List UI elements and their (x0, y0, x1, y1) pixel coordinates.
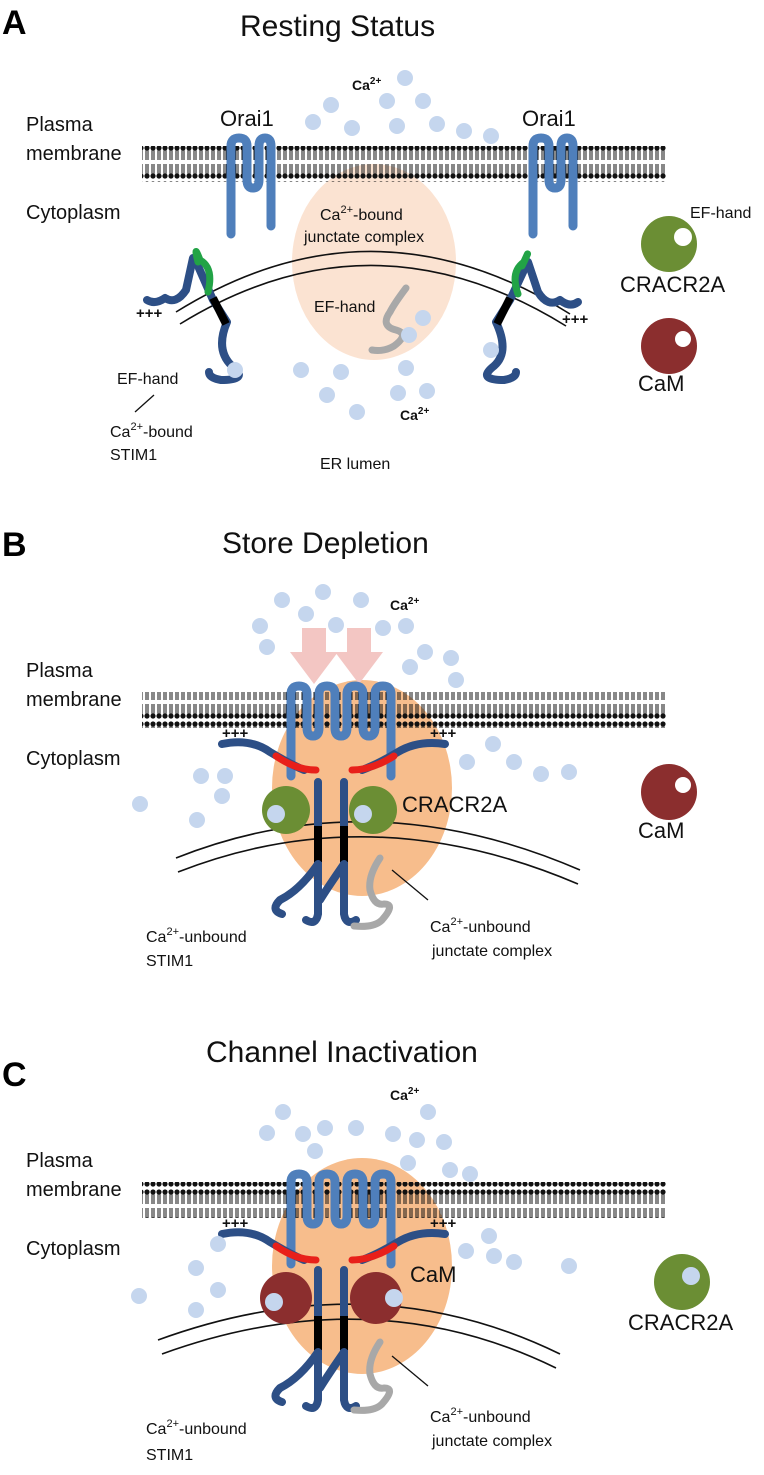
calcium-ions-extracellular-c (259, 1104, 478, 1182)
stim1-right (483, 266, 528, 384)
ef-hand-label-stim: EF-hand (117, 371, 178, 388)
cytoplasm-label-c: Cytoplasm (26, 1238, 120, 1260)
stim1-unbound-label-line2-c: STIM1 (146, 1447, 193, 1464)
cam-legend-label: CaM (638, 371, 684, 396)
polybasic-right-c: +++ (430, 1215, 457, 1232)
cracr2a-label-c: CRACR2A (628, 1310, 733, 1335)
orai1-label-right: Orai1 (522, 106, 576, 131)
junctate-bound-label-line2: junctate complex (303, 229, 424, 246)
cam-bound-left (260, 1272, 312, 1324)
cracr2a-legend-label: CRACR2A (620, 272, 725, 297)
ca-label-er-a: Ca2+ (400, 406, 429, 423)
polybasic-left-a: +++ (136, 305, 163, 322)
er-lumen-label: ER lumen (320, 456, 390, 473)
panel-b-title: Store Depletion (222, 527, 429, 560)
plasma-label: Plasma (26, 114, 94, 136)
cytoplasm-label-b: Cytoplasm (26, 748, 120, 770)
leader-line-stim-a (134, 394, 155, 413)
stim1-bound-label-line1: Ca2+-bound (110, 421, 193, 441)
orai1-channel-right (528, 133, 578, 239)
orai1-label-left: Orai1 (220, 106, 274, 131)
polybasic-left-b: +++ (222, 725, 249, 742)
cracr2a-free-c (654, 1254, 710, 1310)
junctate-bound-label-line1: Ca2+-bound (320, 204, 403, 224)
calcium-ions-cytoplasm-b (132, 736, 577, 828)
plasma-membrane (142, 146, 666, 182)
cam-legend-dot (675, 331, 691, 347)
cam-label-b: CaM (638, 818, 684, 843)
stim1-stalk-right-b (340, 778, 360, 926)
stim1-tail-left-c (271, 1348, 322, 1406)
cam-label-c: CaM (410, 1262, 456, 1287)
cracr2a-label-b: CRACR2A (402, 792, 507, 817)
orai1-channel-left (226, 133, 276, 239)
ca-label-top-c: Ca2+ (390, 1086, 419, 1103)
stim1-unbound-label-line1-b: Ca2+-unbound (146, 926, 247, 946)
membrane-label-c: membrane (26, 1179, 122, 1201)
panel-letter-b: B (2, 526, 27, 564)
stim1-left-coil (143, 254, 197, 307)
stim1-stalk-left-c (302, 1266, 322, 1412)
influx-arrow-right (335, 628, 383, 684)
junctate-strand-b (350, 854, 393, 930)
stim1-stalk-left-b (302, 778, 322, 926)
panel-a: A Resting Status Plasma membrane Cytopla… (2, 4, 751, 473)
calcium-ions-extracellular-b (252, 584, 464, 688)
junctate-unbound-label-line2-b: junctate complex (431, 943, 552, 960)
panel-letter-c: C (2, 1056, 27, 1094)
stim1-tail-left-b (271, 860, 322, 918)
ca-label-top-a: Ca2+ (352, 76, 381, 93)
leader-line-junctate-b (391, 869, 429, 901)
panel-letter-a: A (2, 4, 27, 42)
plasma-membrane-c (142, 1182, 666, 1218)
cytoplasm-label: Cytoplasm (26, 202, 120, 224)
panel-a-title: Resting Status (240, 10, 435, 43)
ca-label-top-b: Ca2+ (390, 596, 419, 613)
junctate-unbound-label-line1-c: Ca2+-unbound (430, 1406, 531, 1426)
polybasic-right-a: +++ (562, 311, 589, 328)
panel-c-title: Channel Inactivation (206, 1036, 478, 1069)
cracr2a-ef-hand-dot (674, 228, 692, 246)
plasma-membrane-b (142, 692, 666, 728)
plasma-label-c: Plasma (26, 1150, 94, 1172)
calcium-ions-extracellular-a (305, 70, 499, 144)
polybasic-right-b: +++ (430, 725, 457, 742)
plasma-label-b: Plasma (26, 660, 94, 682)
stim1-tail-right-b (316, 860, 348, 904)
junctate-unbound-label-line1-b: Ca2+-unbound (430, 916, 531, 936)
junctate-strand-c (350, 1338, 393, 1414)
membrane-label-b: membrane (26, 689, 122, 711)
stim1-tail-right-c (316, 1348, 348, 1392)
leader-line-junctate-c (391, 1355, 429, 1387)
ef-hand-label-cracr2a: EF-hand (690, 205, 751, 222)
panel-b: B Store Depletion Ca2+ Plasma membrane (2, 526, 697, 970)
cam-bound-right (350, 1272, 402, 1324)
junctate-complex-blob (292, 164, 456, 360)
junctate-strand-a (368, 284, 410, 354)
orai1-channel-b (286, 681, 396, 781)
stim1-unbound-label-line2-b: STIM1 (146, 953, 193, 970)
influx-arrow-left (290, 628, 338, 684)
polybasic-left-c: +++ (222, 1215, 249, 1232)
orai1-channel-c (286, 1169, 396, 1269)
stim1-right-coil (524, 258, 582, 309)
stim1-bound-label-line2: STIM1 (110, 447, 157, 464)
ef-hand-label-junctate: EF-hand (314, 299, 375, 316)
calcium-ions-er-a (227, 310, 499, 420)
junctate-unbound-label-line2-c: junctate complex (431, 1433, 552, 1450)
panel-c: C Channel Inactivation Ca2+ Plasma membr… (2, 1036, 733, 1464)
er-membrane-inner-b (177, 836, 579, 885)
cam-legend-circle (641, 318, 697, 374)
stim1-unbound-label-line1-c: Ca2+-unbound (146, 1418, 247, 1438)
cam-free-b (641, 764, 697, 820)
membrane-label: membrane (26, 143, 122, 165)
calcium-ions-cytoplasm-c (131, 1228, 577, 1318)
